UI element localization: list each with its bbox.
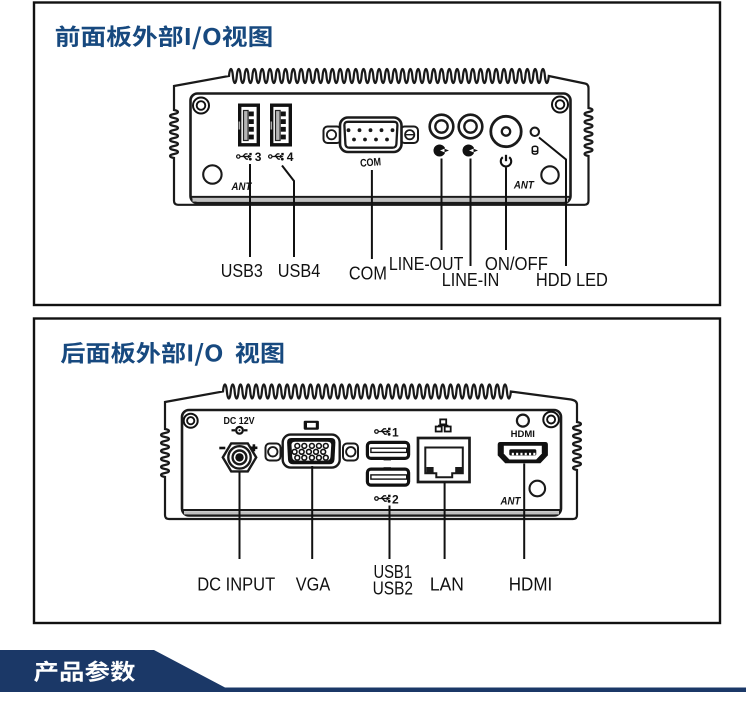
svg-text:USB2: USB2 [373,578,413,599]
svg-text:1: 1 [392,426,399,440]
svg-text:ANT: ANT [500,496,522,508]
svg-text:2: 2 [392,493,399,507]
svg-text:USB3: USB3 [221,260,263,281]
svg-text:HDD LED: HDD LED [536,269,608,290]
svg-text:ANT: ANT [231,182,253,194]
svg-text:ANT: ANT [513,180,535,192]
svg-text:HDMI: HDMI [509,574,552,595]
svg-text:DC 12V: DC 12V [223,416,255,428]
svg-text:COM: COM [349,263,387,284]
svg-text:3: 3 [255,150,262,164]
svg-text:LINE-OUT: LINE-OUT [389,253,464,274]
svg-text:VGA: VGA [296,574,331,595]
svg-text:USB1: USB1 [373,561,412,582]
svg-text:LINE-IN: LINE-IN [442,269,499,290]
svg-text:USB4: USB4 [278,260,321,281]
svg-text:ON/OFF: ON/OFF [485,253,548,274]
svg-text:LAN: LAN [430,574,464,595]
svg-text:DC INPUT: DC INPUT [197,574,275,595]
svg-text:4: 4 [287,150,294,164]
svg-text:HDMI: HDMI [511,429,535,440]
svg-text:COM: COM [360,157,382,170]
